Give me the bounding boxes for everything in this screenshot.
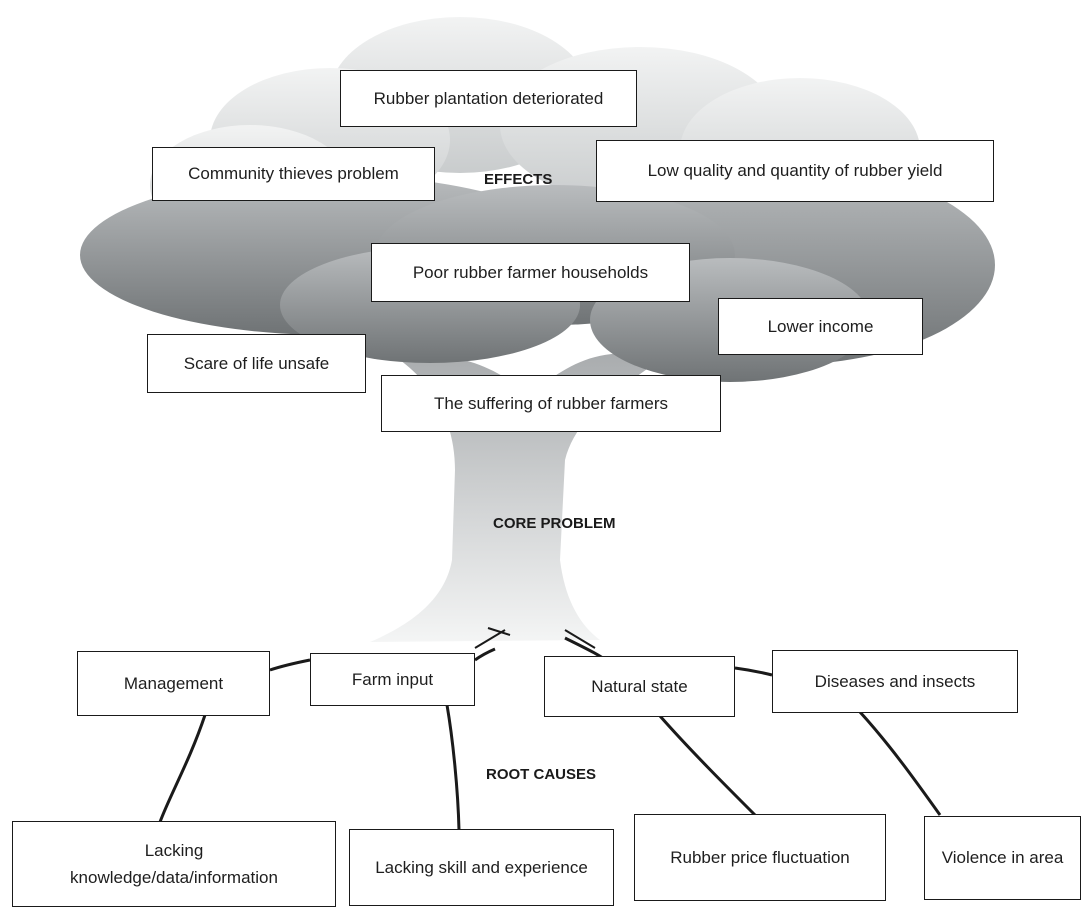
effects-heading: EFFECTS [484, 171, 553, 188]
root-lacking-skill: Lacking skill and experience [349, 829, 614, 906]
effect-rubber-plantation: Rubber plantation deteriorated [340, 70, 637, 127]
connector-diseases [734, 666, 773, 677]
effect-poor-households: Poor rubber farmer households [371, 243, 690, 302]
root-lacking-knowledge: Lacking knowledge/data/information [12, 821, 336, 907]
effect-community-thieves: Community thieves problem [152, 147, 435, 201]
effect-lower-income: Lower income [718, 298, 923, 355]
cause-natural-state: Natural state [544, 656, 735, 717]
connector-diseases-violence [858, 710, 942, 816]
connector-farm-input [474, 647, 496, 662]
root-tips [474, 627, 596, 649]
connector-management [269, 658, 311, 672]
root-price-fluctuation: Rubber price fluctuation [634, 814, 886, 901]
connector-natural-price [658, 715, 757, 817]
effect-scare-of-life: Scare of life unsafe [147, 334, 366, 393]
effect-low-quality: Low quality and quantity of rubber yield [596, 140, 994, 202]
core-problem-box: The suffering of rubber farmers [381, 375, 721, 432]
core-problem-heading: CORE PROBLEM [493, 515, 616, 532]
connector-farm-lacking-skill [445, 704, 461, 831]
cause-management: Management [77, 651, 270, 716]
root-violence: Violence in area [924, 816, 1081, 900]
tree-trunk [370, 353, 660, 642]
cause-farm-input: Farm input [310, 653, 475, 706]
connector-management-lacking [158, 714, 207, 823]
root-causes-heading: ROOT CAUSES [486, 766, 597, 783]
cause-diseases-insects: Diseases and insects [772, 650, 1018, 713]
